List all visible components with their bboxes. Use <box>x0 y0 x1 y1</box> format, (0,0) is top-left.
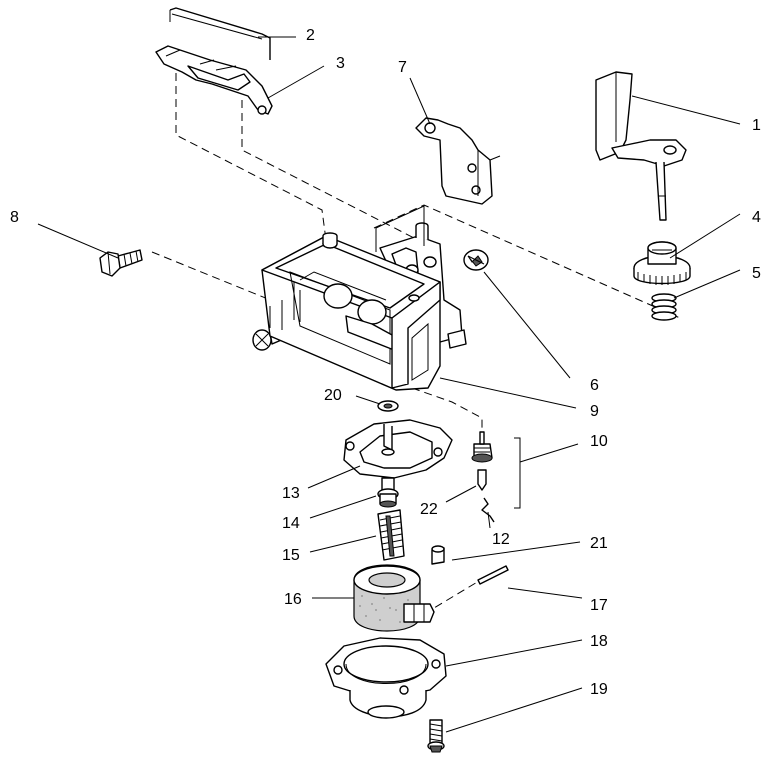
link-rod-part <box>169 7 271 60</box>
mounting-bracket-part <box>415 117 501 205</box>
callout-10: 10 <box>590 433 608 450</box>
float-part <box>353 564 435 632</box>
callout-12: 12 <box>492 531 510 548</box>
callout-2: 2 <box>306 27 315 44</box>
callout-9: 9 <box>590 403 599 420</box>
spring-part <box>651 293 677 321</box>
bowl-screw-part <box>427 719 445 753</box>
float-pin-part <box>477 565 509 585</box>
throttle-bracket-part <box>155 45 273 115</box>
callout-5: 5 <box>752 265 761 282</box>
callout-20: 20 <box>324 387 342 404</box>
choke-knob-gear-part <box>633 241 691 285</box>
gasket-part <box>343 419 453 479</box>
callout-22: 22 <box>420 501 438 518</box>
callout-1: 1 <box>752 117 761 134</box>
inlet-needle-part <box>477 469 487 491</box>
choke-plate-part <box>595 71 687 221</box>
callout-leader-lines <box>37 36 741 733</box>
callout-16: 16 <box>284 591 302 608</box>
callout-3: 3 <box>336 55 345 72</box>
needle-seat-part <box>471 431 579 509</box>
callout-18: 18 <box>590 633 608 650</box>
welch-plug-part <box>463 249 489 271</box>
emulsion-tube-part <box>377 509 405 561</box>
idle-jet-part <box>431 545 445 565</box>
callout-4: 4 <box>752 209 761 226</box>
callout-19: 19 <box>590 681 608 698</box>
callout-labels: 1 2 3 4 5 6 7 8 9 10 12 13 14 15 16 17 1… <box>10 27 761 698</box>
needle-clip-part <box>481 497 495 523</box>
carburetor-body-part <box>261 205 467 391</box>
callout-14: 14 <box>282 515 300 532</box>
callout-7: 7 <box>398 59 407 76</box>
callout-21: 21 <box>590 535 608 552</box>
assembly-dashed-lines <box>151 60 681 615</box>
callout-17: 17 <box>590 597 608 614</box>
float-bowl-part <box>325 637 447 719</box>
callout-8: 8 <box>10 209 19 226</box>
callout-6: 6 <box>590 377 599 394</box>
callout-15: 15 <box>282 547 300 564</box>
washer-part <box>377 400 399 412</box>
main-jet-part <box>377 477 399 508</box>
callout-13: 13 <box>282 485 300 502</box>
bolt-part <box>99 249 143 277</box>
